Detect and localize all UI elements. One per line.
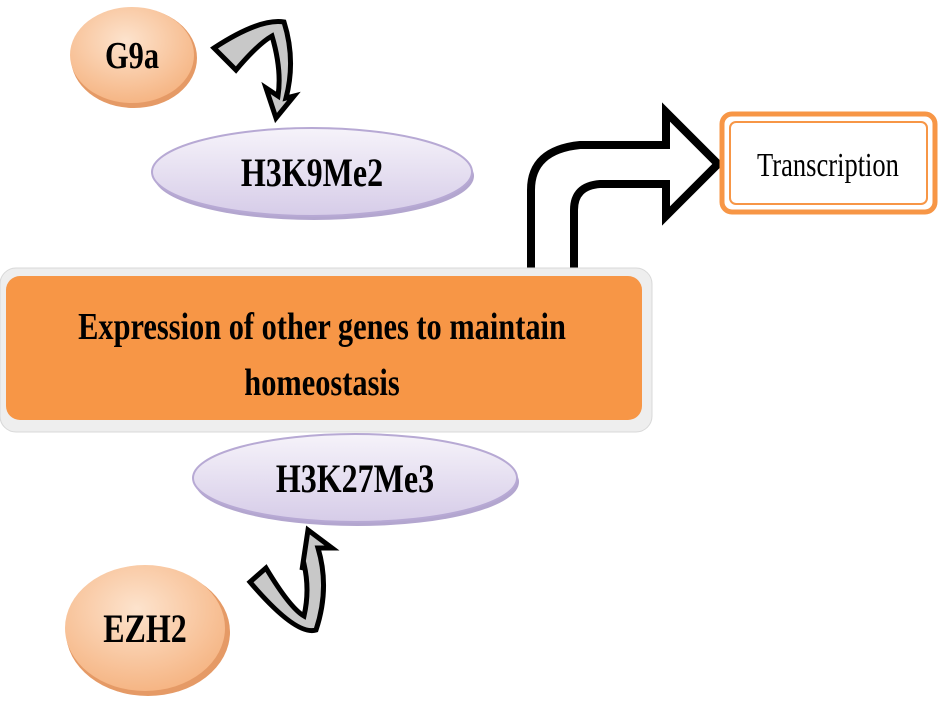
main-expression-box: Expression of other genes to maintain ho…: [0, 267, 653, 433]
h3k27me3-label: H3K27Me3: [276, 457, 434, 501]
h3k27me3-node: H3K27Me3: [192, 433, 519, 526]
ezh2-label: EZH2: [103, 607, 187, 651]
main-label-line2: homeostasis: [244, 362, 399, 404]
transcription-arrow-icon: [527, 102, 724, 276]
h3k9me2-node: H3K9Me2: [151, 127, 474, 220]
transcription-box: Transcription: [719, 111, 938, 215]
g9a-node: G9a: [70, 7, 197, 108]
curved-arrow-icon: [246, 525, 340, 634]
h3k9me2-label: H3K9Me2: [241, 151, 383, 195]
transcription-label: Transcription: [757, 146, 899, 184]
g9a-label: G9a: [105, 35, 159, 77]
main-label-line1: Expression of other genes to maintain: [78, 306, 566, 348]
ezh2-node: EZH2: [65, 565, 230, 696]
curved-arrow-icon: [210, 19, 301, 124]
